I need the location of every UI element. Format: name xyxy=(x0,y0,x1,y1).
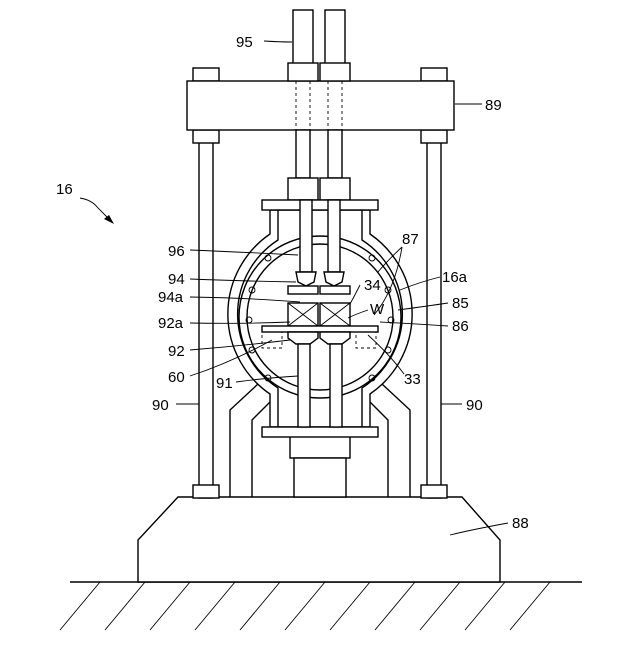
label-85: 85 xyxy=(452,295,469,312)
label-34: 34 xyxy=(364,277,381,294)
label-87: 87 xyxy=(402,231,419,248)
label-88: 88 xyxy=(512,515,529,532)
label-90-right: 90 xyxy=(466,397,483,414)
crosshead-89 xyxy=(187,81,454,130)
ground xyxy=(60,582,582,630)
label-86: 86 xyxy=(452,318,469,335)
column-left-90 xyxy=(193,68,219,498)
label-92: 92 xyxy=(168,343,185,360)
label-60: 60 xyxy=(168,369,185,386)
label-90-left: 90 xyxy=(152,397,169,414)
label-94: 94 xyxy=(168,271,185,288)
label-w: W xyxy=(370,301,385,318)
label-16a: 16a xyxy=(442,269,468,286)
label-94a: 94a xyxy=(158,289,184,306)
label-89: 89 xyxy=(485,97,502,114)
label-95: 95 xyxy=(236,34,253,51)
label-92a: 92a xyxy=(158,315,184,332)
label-33: 33 xyxy=(404,371,421,388)
base-88 xyxy=(138,497,500,582)
pointer-arrow-16 xyxy=(80,198,114,224)
label-16: 16 xyxy=(56,181,73,198)
label-91: 91 xyxy=(216,375,233,392)
label-96: 96 xyxy=(168,243,185,260)
